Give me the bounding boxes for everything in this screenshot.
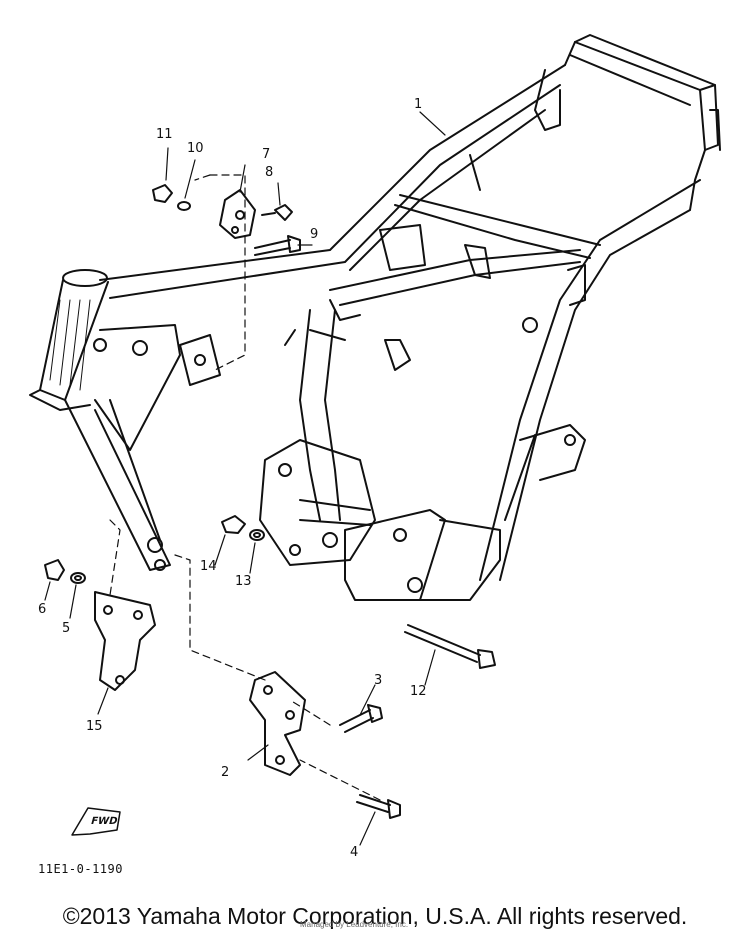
callout-1: 1 bbox=[414, 97, 423, 112]
callout-12: 12 bbox=[410, 684, 427, 699]
diagram-code: 11E1-0-1190 bbox=[38, 862, 123, 876]
bracket-15 bbox=[94, 591, 156, 691]
copyright-notice: ©2013 Yamaha Motor Corporation, U.S.A. A… bbox=[62, 903, 688, 929]
washer-13 bbox=[249, 529, 265, 541]
callout-3: 3 bbox=[374, 673, 383, 688]
callout-4: 4 bbox=[350, 845, 359, 860]
washer-5 bbox=[70, 572, 86, 584]
callout-14: 14 bbox=[200, 559, 217, 574]
callout-9: 9 bbox=[310, 227, 319, 242]
watermark-text: Managed by Leadventure, Inc. bbox=[300, 920, 409, 929]
main-frame bbox=[29, 34, 721, 601]
bolt-4 bbox=[356, 794, 401, 819]
callout-8: 8 bbox=[265, 165, 274, 180]
frame-exploded-diagram bbox=[29, 34, 721, 846]
callout-6: 6 bbox=[38, 602, 47, 617]
callout-13: 13 bbox=[235, 574, 252, 589]
bolt-8 bbox=[261, 204, 293, 221]
bolt-12 bbox=[404, 624, 496, 669]
bolt-9 bbox=[254, 235, 301, 256]
callout-2: 2 bbox=[221, 765, 230, 780]
nut-11 bbox=[152, 184, 173, 203]
fwd-arrow-icon bbox=[71, 807, 121, 836]
callout-5: 5 bbox=[62, 621, 71, 636]
washer-10 bbox=[177, 201, 191, 211]
callout-11: 11 bbox=[156, 127, 173, 142]
bolt-3 bbox=[339, 704, 383, 733]
callout-15: 15 bbox=[86, 719, 103, 734]
fwd-label: FWD bbox=[89, 816, 119, 827]
nut-6 bbox=[44, 559, 65, 581]
callout-7: 7 bbox=[262, 147, 271, 162]
nut-14 bbox=[221, 515, 246, 534]
bracket-7 bbox=[219, 189, 256, 239]
callout-10: 10 bbox=[187, 141, 204, 156]
bracket-2 bbox=[249, 671, 306, 776]
